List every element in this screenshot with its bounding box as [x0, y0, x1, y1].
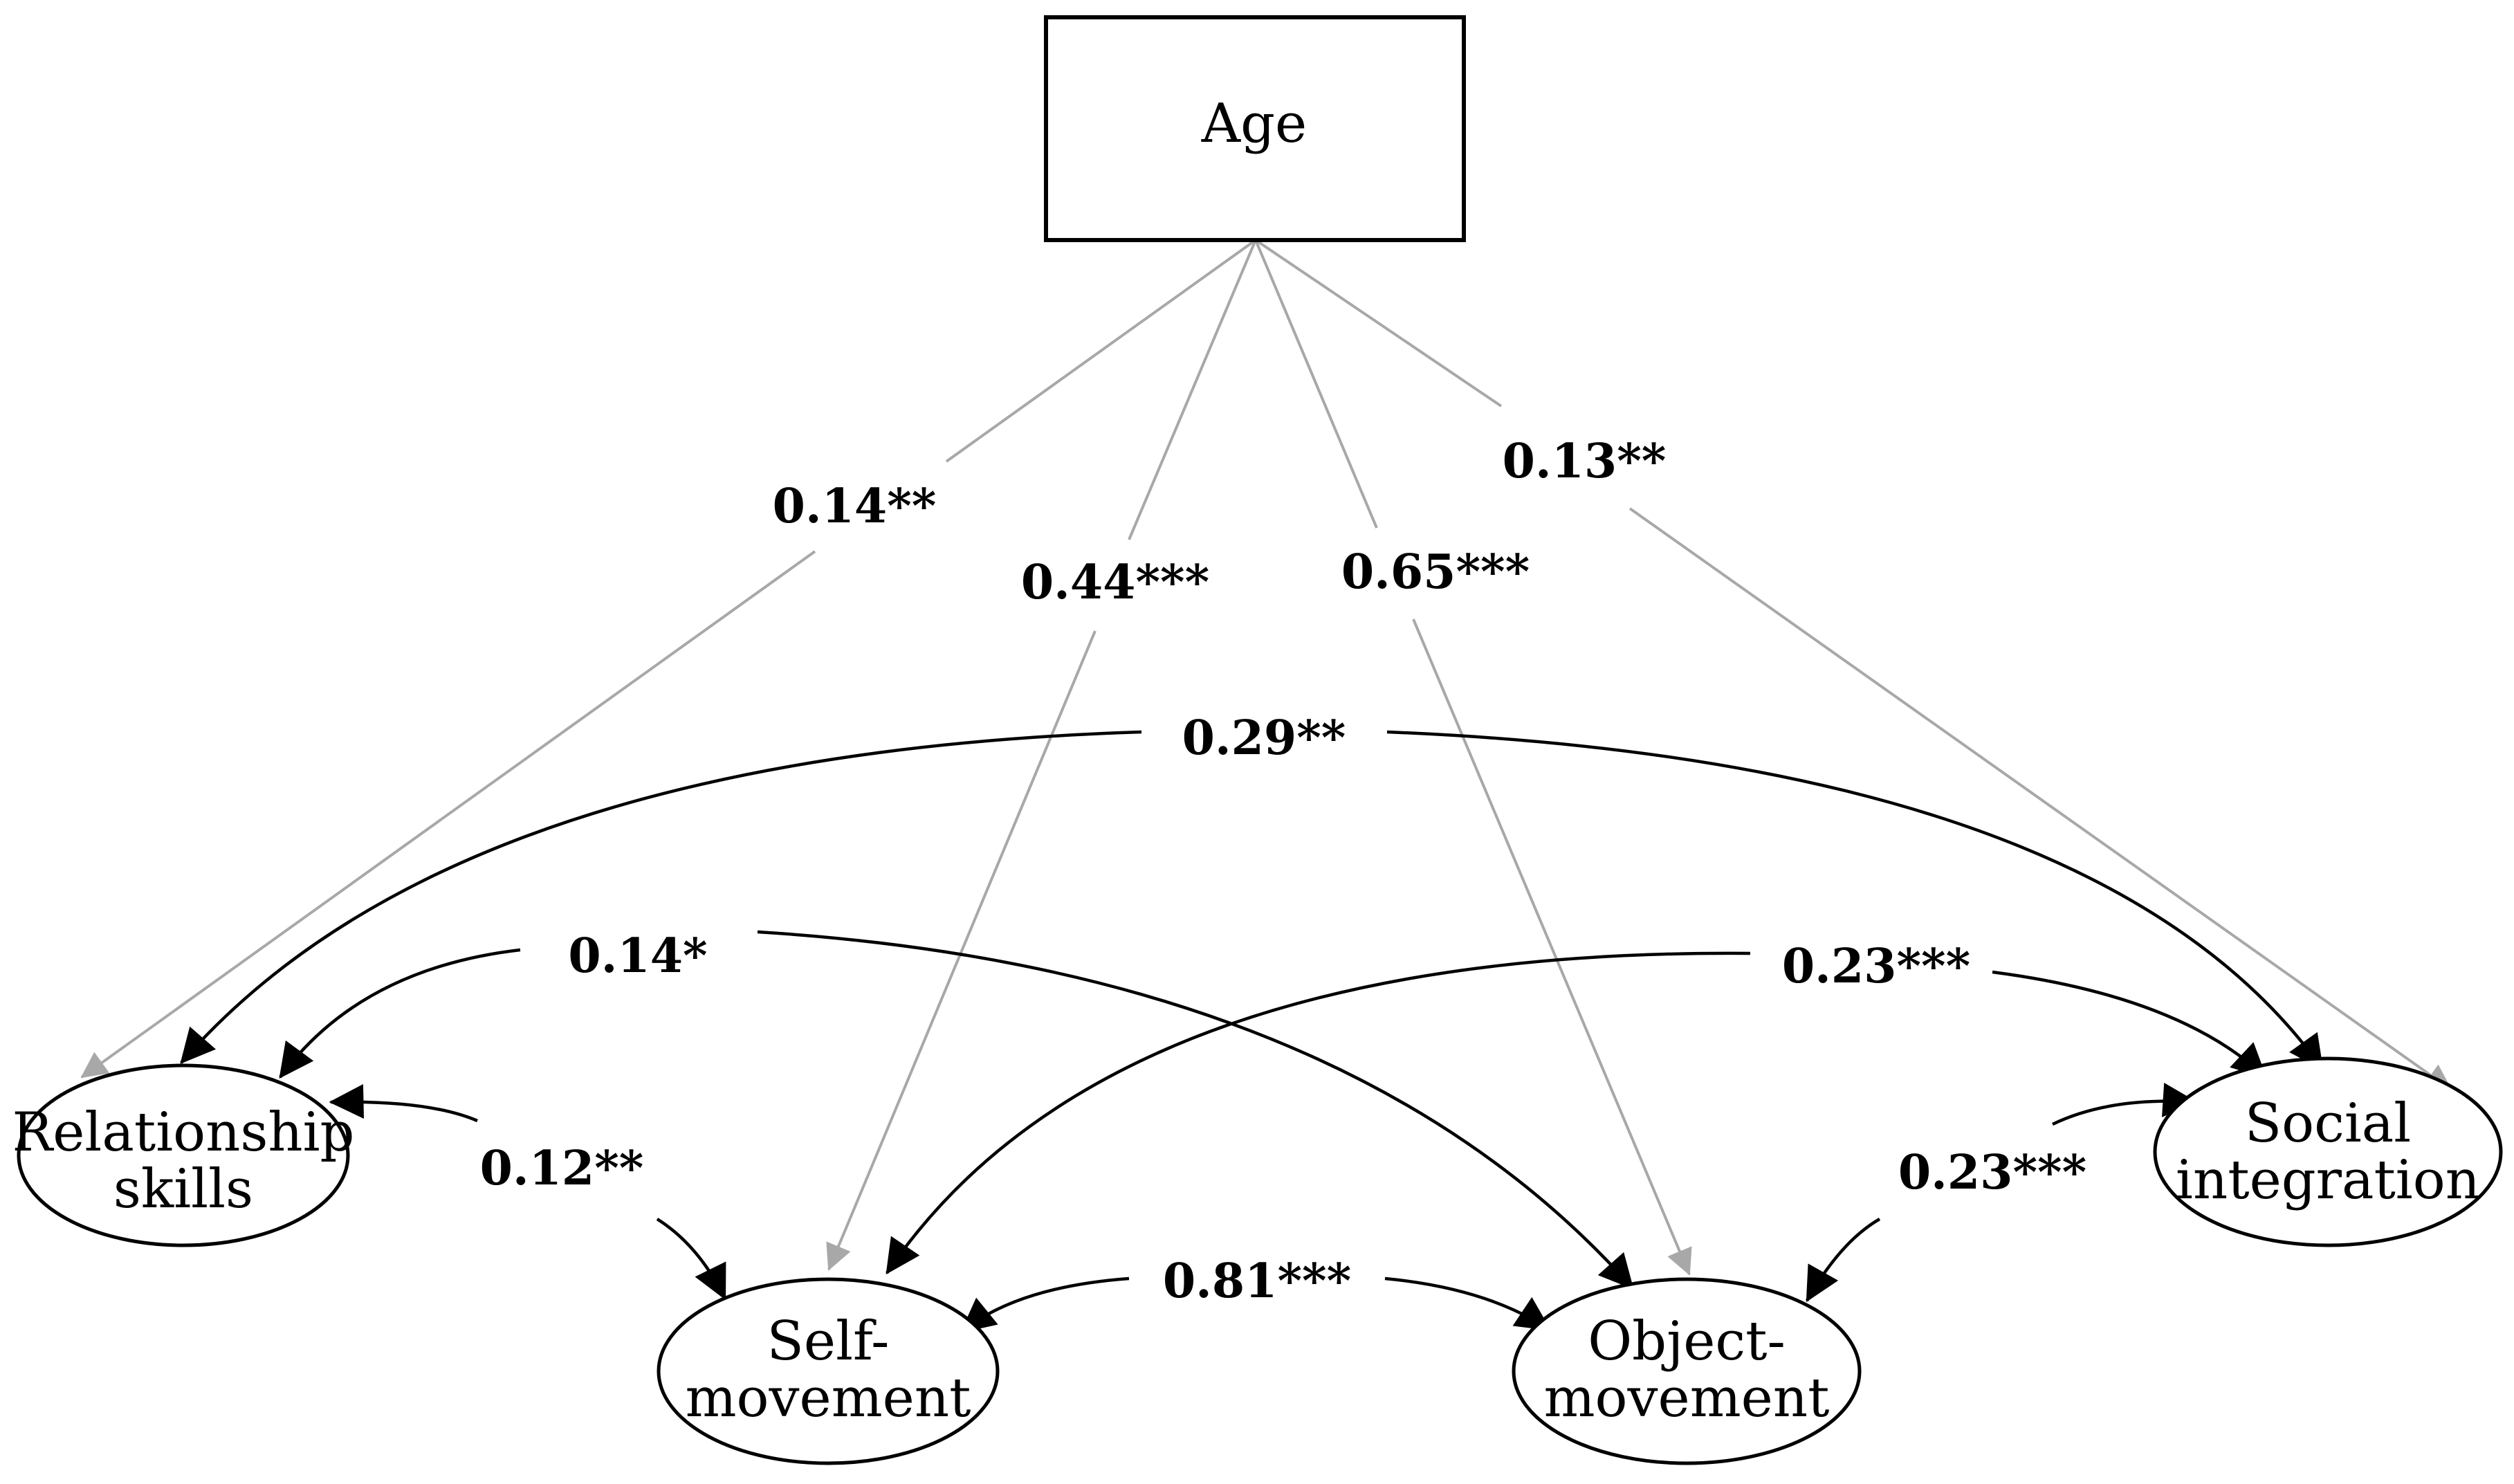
correlation-self-social	[886, 951, 2267, 1275]
age-path-social-integration	[1254, 239, 2452, 1091]
correlation-relationship-object	[279, 930, 1634, 1290]
correlation-object-social	[1806, 1083, 2198, 1303]
coef-age-self-movement: 0.44***	[1021, 555, 1209, 610]
coef-object-social: 0.23***	[1898, 1145, 2086, 1200]
relationship-skills-label-line2: skills	[113, 1158, 253, 1220]
relationship-skills-node: Relationship skills	[12, 1063, 355, 1247]
correlation-relationship-self	[329, 1084, 727, 1301]
coef-relationship-self: 0.12**	[480, 1141, 644, 1196]
object-movement-label-line1: Object-	[1588, 1310, 1786, 1373]
coef-age-object-movement: 0.65***	[1341, 544, 1530, 600]
self-movement-label-line2: movement	[686, 1367, 971, 1429]
age-path-relationship	[80, 239, 1257, 1079]
self-movement-label-line1: Self-	[767, 1310, 890, 1373]
object-movement-label-line2: movement	[1544, 1367, 1830, 1429]
relationship-skills-label-line1: Relationship	[12, 1101, 355, 1164]
coef-self-object: 0.81***	[1163, 1254, 1351, 1309]
age-node: Age	[1044, 15, 1466, 242]
coef-relationship-social: 0.29**	[1182, 711, 1346, 766]
correlation-self-object	[960, 1276, 1552, 1333]
coef-self-social: 0.23***	[1782, 939, 1970, 994]
age-label: Age	[1201, 93, 1307, 155]
social-integration-label-line1: Social	[2245, 1092, 2411, 1155]
social-integration-label-line2: integration	[2176, 1149, 2480, 1211]
age-path-object-movement	[1254, 239, 1692, 1276]
self-movement-node: Self- movement	[657, 1277, 1000, 1465]
coef-relationship-object: 0.14*	[568, 928, 707, 984]
object-movement-node: Object- movement	[1512, 1277, 1862, 1465]
coef-age-social-integration: 0.13**	[1503, 434, 1667, 489]
coef-age-relationship: 0.14**	[773, 479, 937, 534]
social-integration-node: Social integration	[2153, 1056, 2503, 1247]
correlation-relationship-social	[180, 730, 2324, 1071]
